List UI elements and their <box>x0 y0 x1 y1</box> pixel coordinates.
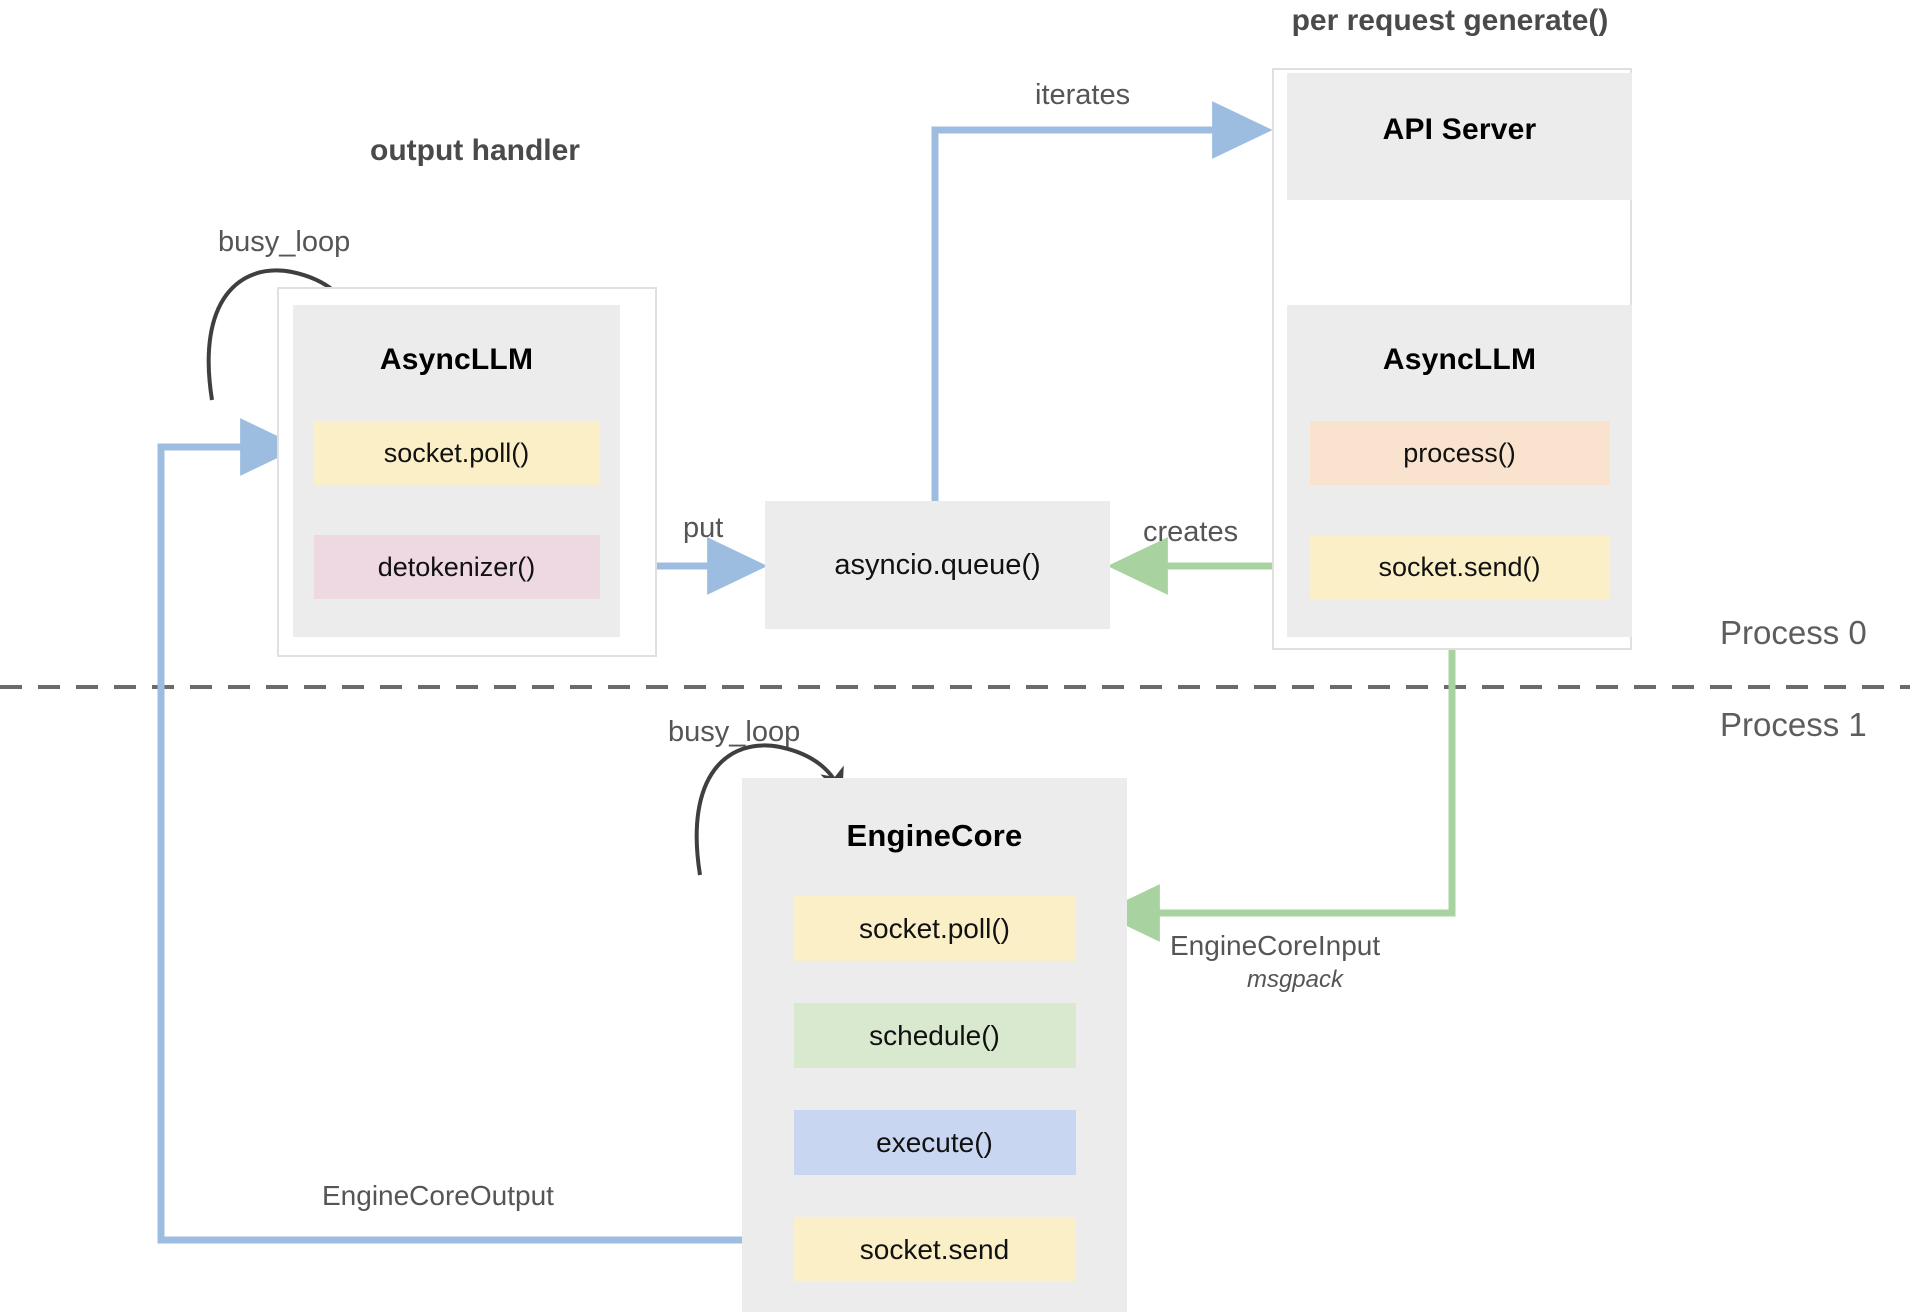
block-title-async-llm-right: AsyncLLM <box>1382 343 1537 376</box>
block-async-llm-right[interactable]: AsyncLLM process() socket.send() <box>1287 305 1632 637</box>
block-title-api-server: API Server <box>1382 113 1537 146</box>
edge-label-put: put <box>683 512 724 544</box>
row-label: schedule() <box>869 1019 1000 1051</box>
row-process[interactable]: process() <box>1309 421 1610 485</box>
row-socket-send-engine[interactable]: socket.send <box>793 1217 1076 1282</box>
block-async-llm-left[interactable]: AsyncLLM socket.poll() detokenizer() <box>293 305 620 637</box>
edge-label-engine-core-input-msgpack: msgpack <box>1246 966 1344 993</box>
row-label: process() <box>1403 437 1516 468</box>
edge-label-busy-loop-left: busy_loop <box>218 226 351 258</box>
row-label: detokenizer() <box>377 551 536 582</box>
block-title-engine-core: EngineCore <box>846 818 1023 853</box>
block-asyncio-queue[interactable]: asyncio.queue() <box>765 501 1110 629</box>
row-label: execute() <box>876 1126 993 1158</box>
edge-label-engine-core-input: EngineCoreInput <box>1170 930 1381 961</box>
row-schedule[interactable]: schedule() <box>793 1003 1076 1068</box>
group-label-output-handler: output handler <box>370 134 580 167</box>
row-socket-poll-left[interactable]: socket.poll() <box>313 421 600 485</box>
edge-label-busy-loop-engine: busy_loop <box>668 716 801 748</box>
row-detokenizer[interactable]: detokenizer() <box>313 535 600 599</box>
row-execute[interactable]: execute() <box>793 1110 1076 1175</box>
block-api-server[interactable]: API Server <box>1287 73 1632 200</box>
block-label-asyncio-queue: asyncio.queue() <box>834 548 1041 581</box>
row-label: socket.poll() <box>859 912 1010 944</box>
block-engine-core[interactable]: EngineCore socket.poll() schedule() exec… <box>742 778 1127 1312</box>
row-label: socket.send <box>859 1233 1010 1265</box>
group-label-per-request: per request generate() <box>1291 4 1609 37</box>
edge-label-creates: creates <box>1143 516 1239 548</box>
row-label: socket.poll() <box>383 437 530 468</box>
edge-label-iterates: iterates <box>1035 79 1131 111</box>
row-label: socket.send() <box>1378 551 1541 582</box>
row-socket-send-right[interactable]: socket.send() <box>1309 535 1610 599</box>
iterates-arrow <box>931 101 1273 501</box>
block-title-async-llm-left: AsyncLLM <box>379 343 534 376</box>
row-socket-poll-engine[interactable]: socket.poll() <box>793 896 1076 961</box>
process-label-1: Process 1 <box>1720 706 1867 743</box>
edge-label-engine-core-output: EngineCoreOutput <box>322 1180 554 1211</box>
process-label-0: Process 0 <box>1720 614 1867 651</box>
